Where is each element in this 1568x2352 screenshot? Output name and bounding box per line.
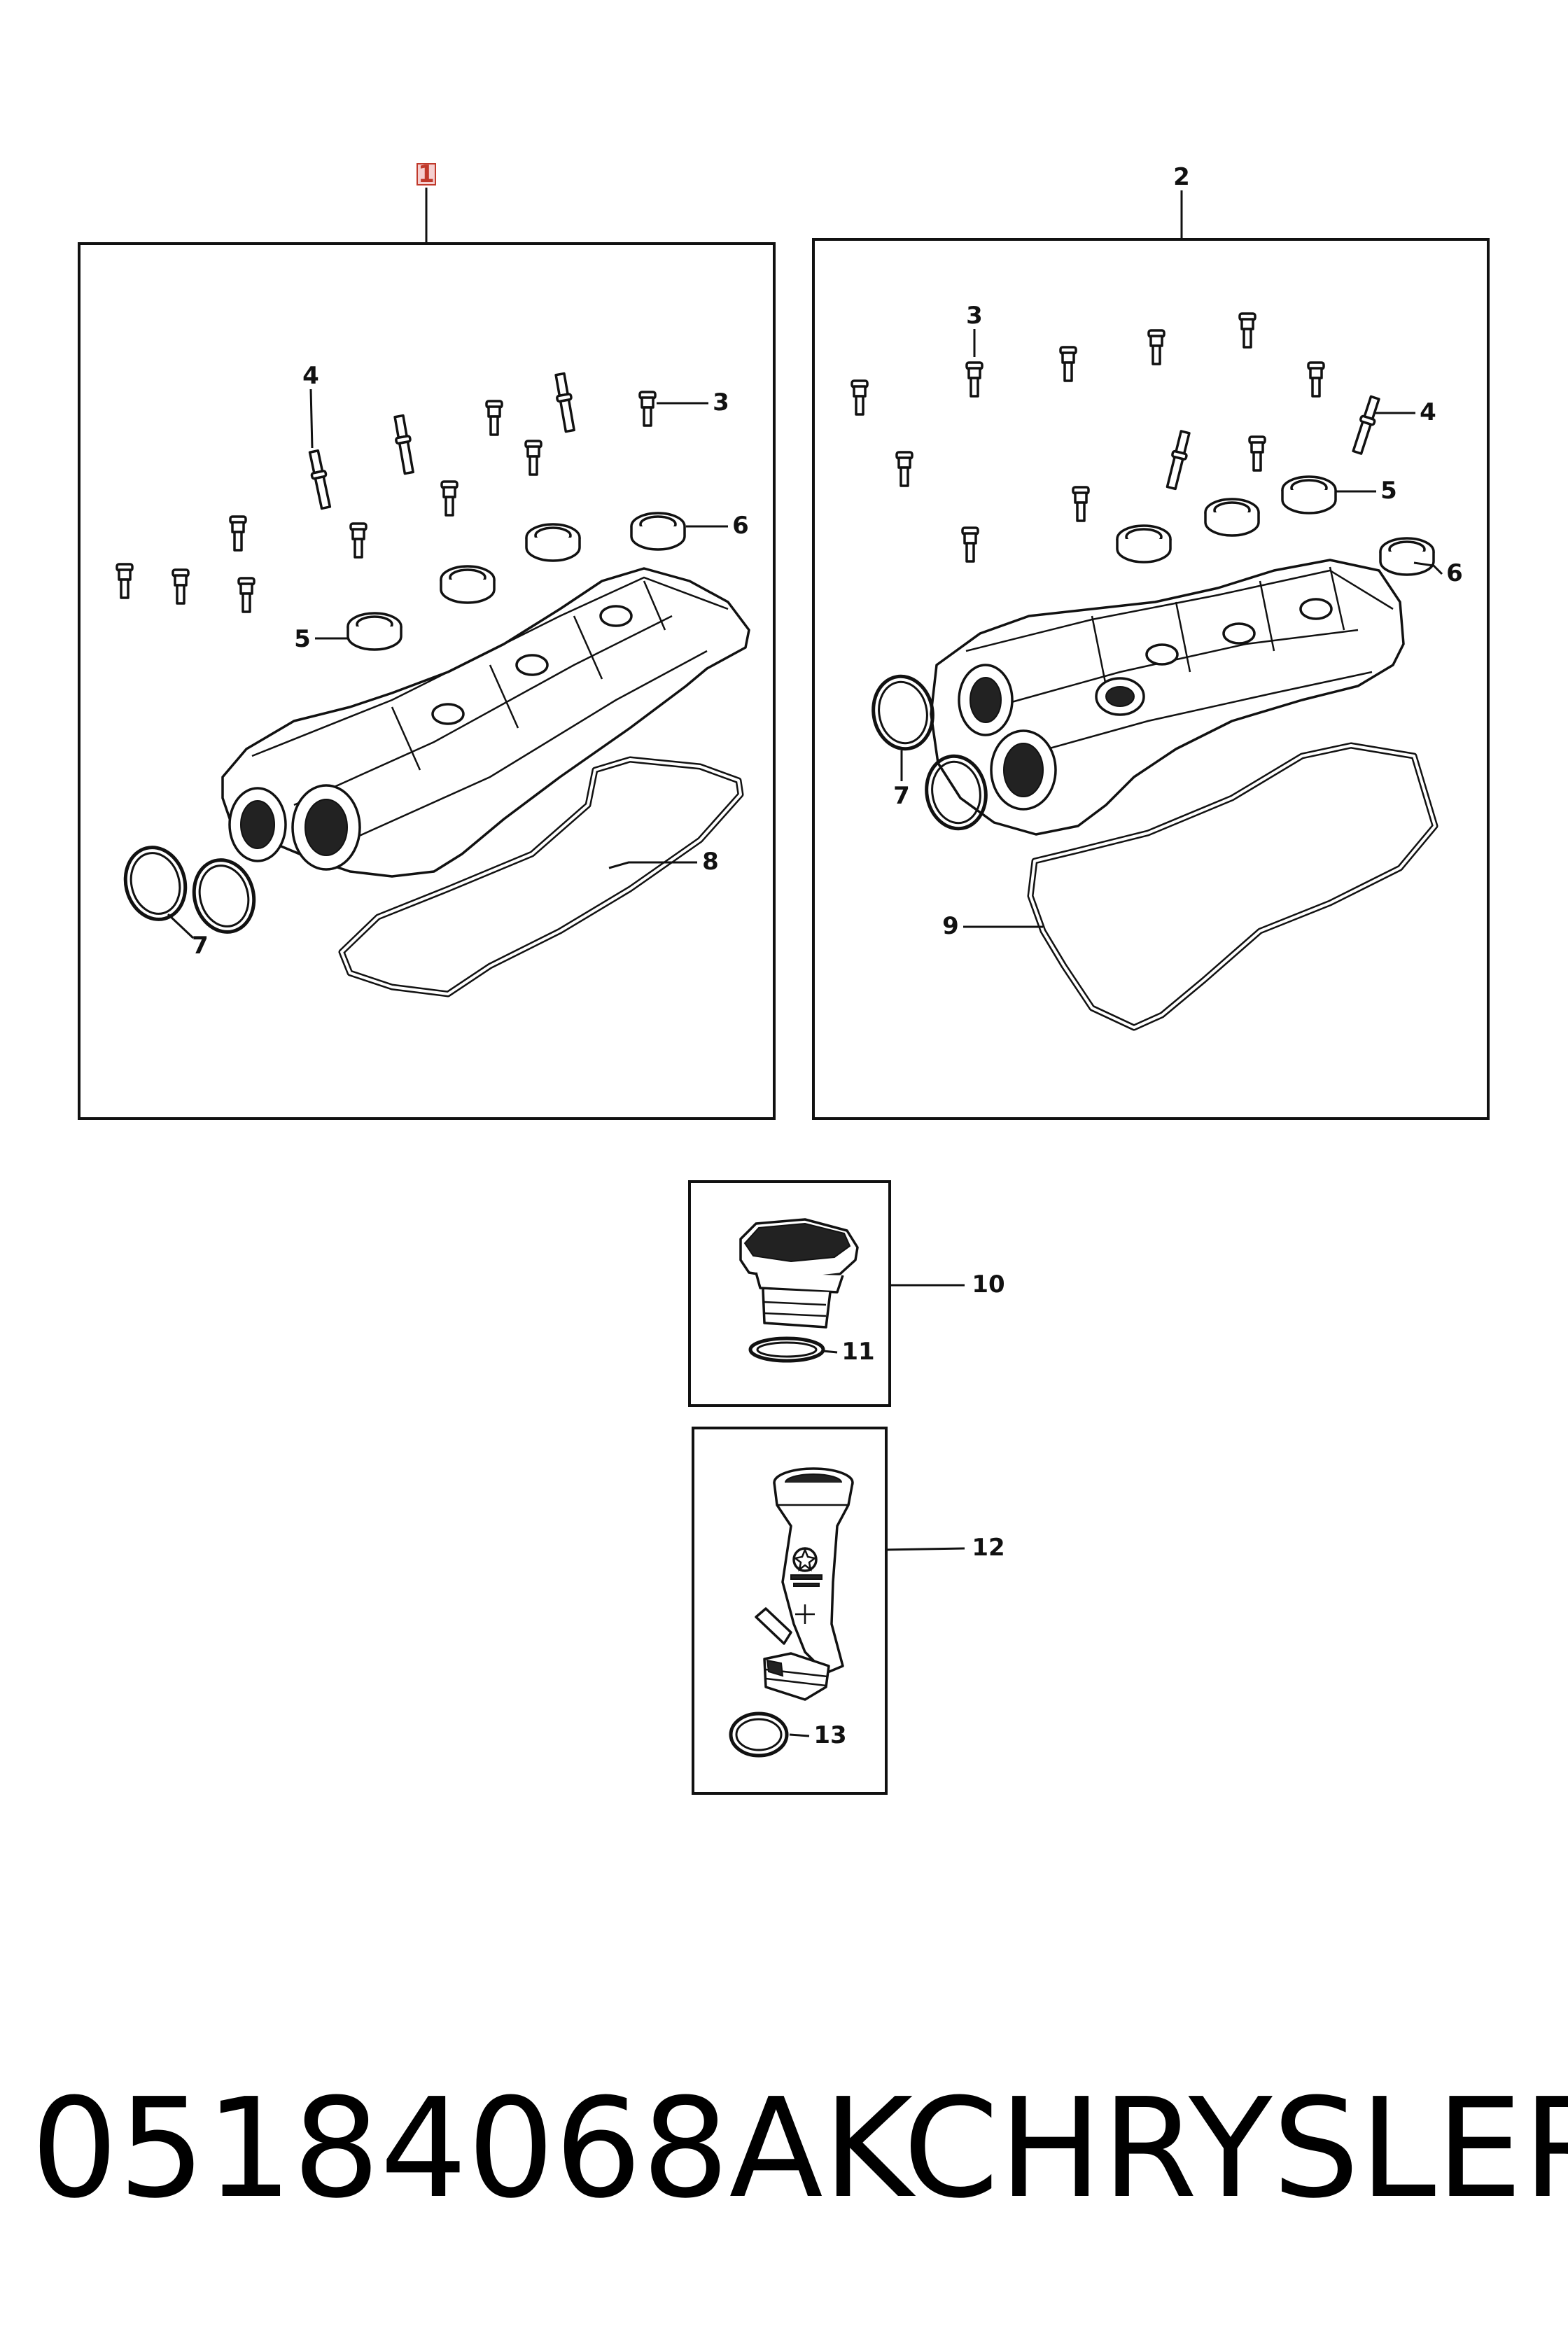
left-callout-6[interactable]: 6 <box>732 512 749 540</box>
filler-tube-seal <box>729 1712 789 1758</box>
filler-cap-frame <box>688 1180 891 1407</box>
filler-tube <box>755 1467 854 1701</box>
callout-12[interactable]: 12 <box>972 1534 1004 1562</box>
callout-1[interactable]: 1 <box>418 160 435 188</box>
callout-2[interactable]: 2 <box>1173 163 1190 191</box>
right-valve-cover <box>930 559 1405 836</box>
right-callout-9[interactable]: 9 <box>942 912 959 940</box>
right-callout-6[interactable]: 6 <box>1446 559 1463 587</box>
callout-13-leader <box>789 1733 810 1737</box>
filler-cap-seal <box>748 1336 825 1363</box>
callout-12-leader <box>886 1547 965 1551</box>
right-callout-3[interactable]: 3 <box>966 302 983 330</box>
filler-cap <box>739 1218 859 1329</box>
right-panel-frame <box>812 238 1490 1120</box>
brand-name: CHRYSLER <box>903 2069 1568 2229</box>
callout-11[interactable]: 11 <box>841 1338 874 1366</box>
left-callout-7[interactable]: 7 <box>192 932 209 960</box>
left-bolts <box>115 372 657 613</box>
left-callout-7-leader <box>167 913 195 939</box>
callout-13[interactable]: 13 <box>813 1721 846 1749</box>
footer: 05184068AK CHRYSLER <box>0 2065 1568 2233</box>
right-bolts <box>850 312 1383 563</box>
filler-tube-frame <box>692 1427 888 1795</box>
left-o-rings <box>118 841 262 939</box>
right-callout-5[interactable]: 5 <box>1380 477 1397 505</box>
right-callout-7[interactable]: 7 <box>893 782 910 810</box>
left-callout-4-leader <box>309 388 314 449</box>
callout-1-highlight-box <box>416 163 436 186</box>
left-gasket <box>338 756 744 997</box>
left-valve-cover <box>221 567 750 878</box>
left-callout-5[interactable]: 5 <box>294 625 311 653</box>
part-number: 05184068AK <box>31 2069 913 2229</box>
left-callout-4[interactable]: 4 <box>302 362 319 390</box>
callout-10[interactable]: 10 <box>972 1270 1004 1298</box>
left-callout-8[interactable]: 8 <box>702 848 719 876</box>
left-callout-3[interactable]: 3 <box>713 388 729 416</box>
right-callout-6-leader <box>1413 561 1443 575</box>
callout-11-leader <box>822 1350 838 1354</box>
right-callout-4[interactable]: 4 <box>1420 398 1436 426</box>
left-callout-8-leader <box>608 861 697 869</box>
right-gasket <box>1027 742 1438 1031</box>
